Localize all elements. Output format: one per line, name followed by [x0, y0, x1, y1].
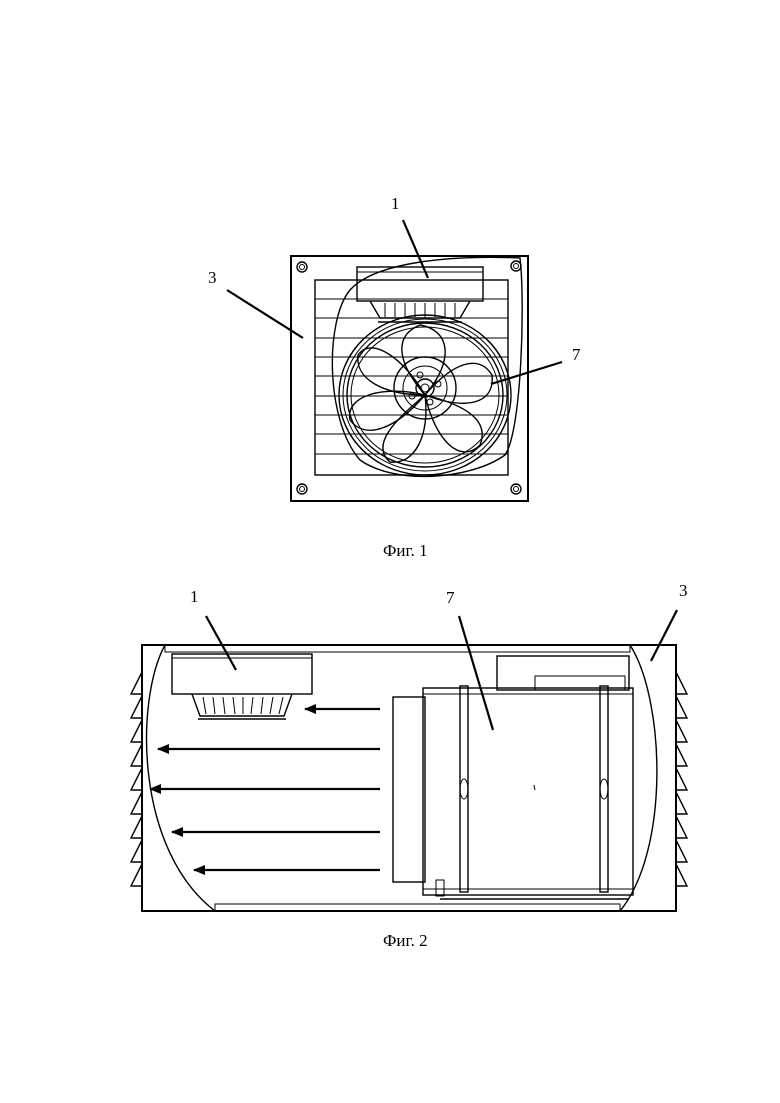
figure-1: 1 3 7 Фиг. 1 — [208, 194, 581, 560]
fig2-leader-1 — [206, 616, 236, 670]
fig2-label-1: 1 — [190, 587, 199, 606]
fig1-leader-7 — [491, 362, 562, 384]
fig2-label-3: 3 — [679, 581, 688, 600]
fig1-leader-1 — [403, 220, 428, 278]
fig1-caption: Фиг. 1 — [383, 541, 428, 560]
fig1-label-3: 3 — [208, 268, 217, 287]
fig2-caption: Фиг. 2 — [383, 931, 428, 950]
fig1-mounting-holes — [297, 261, 521, 494]
fig2-left-louvers — [131, 672, 142, 886]
fig2-leader-3 — [651, 610, 677, 661]
fig2-label-7: 7 — [446, 588, 455, 607]
fig1-label-1: 1 — [391, 194, 400, 213]
fig2-top-wall-hatch — [165, 645, 630, 652]
fig1-label-7: 7 — [572, 345, 581, 364]
fig2-bottom-wall-hatch — [215, 904, 620, 911]
fig1-heater-unit — [357, 267, 483, 322]
fig2-fan-unit — [393, 656, 633, 899]
fig2-heater-unit — [172, 654, 312, 719]
fig2-right-louvers — [676, 672, 687, 886]
figure-2: 1 7 3 Фиг. 2 — [131, 581, 688, 950]
fig2-leader-7 — [459, 616, 493, 730]
fig2-right-curve — [620, 645, 657, 911]
fig2-airflow-arrows — [150, 709, 380, 870]
